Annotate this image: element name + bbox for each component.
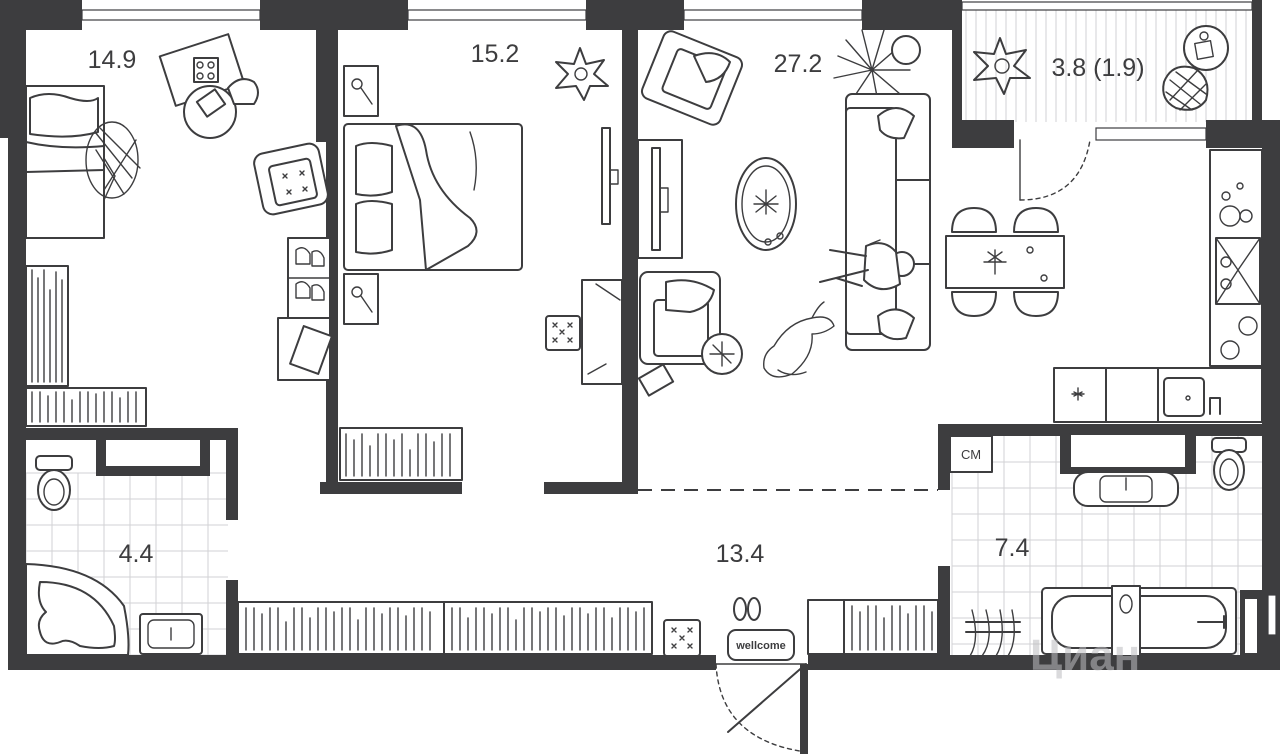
side-shelf: [277, 317, 333, 381]
nightstand-top: [343, 65, 379, 117]
hallway-wardrobe: [237, 601, 653, 655]
watermark-text: Циан: [1030, 631, 1140, 680]
desk-chair: [158, 33, 259, 139]
sink-left: [139, 613, 203, 655]
dresser-bedroom2: [581, 279, 623, 385]
area-balcony: 3.8 (1.9): [1051, 54, 1144, 82]
vanity-sink: [1073, 471, 1179, 507]
armchair-top: [640, 30, 744, 126]
shoe-cabinet: [807, 599, 939, 655]
slippers-left: [733, 597, 761, 621]
area-living-kitchen: 27.2: [774, 50, 823, 78]
oval-coffee-table: [735, 157, 797, 251]
person-on-sofa: [819, 239, 915, 291]
round-rug: [85, 121, 141, 199]
doormat: wellcome: [727, 629, 795, 661]
tv-bedroom2: [601, 127, 619, 225]
cat: [763, 301, 835, 378]
area-bathroom: 7.4: [995, 534, 1030, 562]
ottoman-bedroom2: [545, 315, 581, 351]
armchair-bottom: [637, 271, 743, 397]
toilet-left: [35, 455, 73, 511]
sofa: [845, 93, 931, 351]
corner-bath: [25, 563, 130, 656]
balcony-chair-table: [1162, 25, 1229, 111]
entrance-door[interactable]: [715, 663, 808, 754]
wardrobe-bedroom1: [25, 265, 147, 427]
tv-stand-living: [637, 139, 683, 259]
single-bed: [25, 85, 116, 239]
plant-balcony: [973, 37, 1031, 95]
kitchen-counter-right: [1209, 149, 1263, 367]
area-bedroom-1: 14.9: [88, 46, 137, 74]
washer-label: СМ: [961, 447, 981, 462]
area-bedroom-2: 15.2: [471, 40, 520, 68]
kitchen-counter-bottom: [1053, 367, 1263, 423]
towel-rack: [965, 609, 1021, 657]
plant-living: [833, 29, 921, 103]
washing-machine: СМ: [949, 435, 993, 473]
area-hallway: 13.4: [716, 540, 765, 568]
hallway-pouf: [663, 619, 701, 657]
area-toilet-bath: 4.4: [119, 540, 154, 568]
armchair-bedroom1: [253, 142, 329, 216]
doormat-label: wellcome: [735, 640, 786, 652]
balcony-door[interactable]: [1019, 139, 1091, 201]
wardrobe-bedroom2: [339, 427, 463, 481]
bathtub: [1041, 585, 1237, 657]
walls: [0, 0, 1280, 670]
toilet-right: [1211, 437, 1247, 491]
plant-bedroom2: [555, 47, 609, 101]
dining-table: [945, 207, 1065, 317]
double-bed: [343, 123, 523, 271]
nightstand-bottom: [343, 273, 379, 325]
shoe-shelf: [287, 237, 331, 319]
